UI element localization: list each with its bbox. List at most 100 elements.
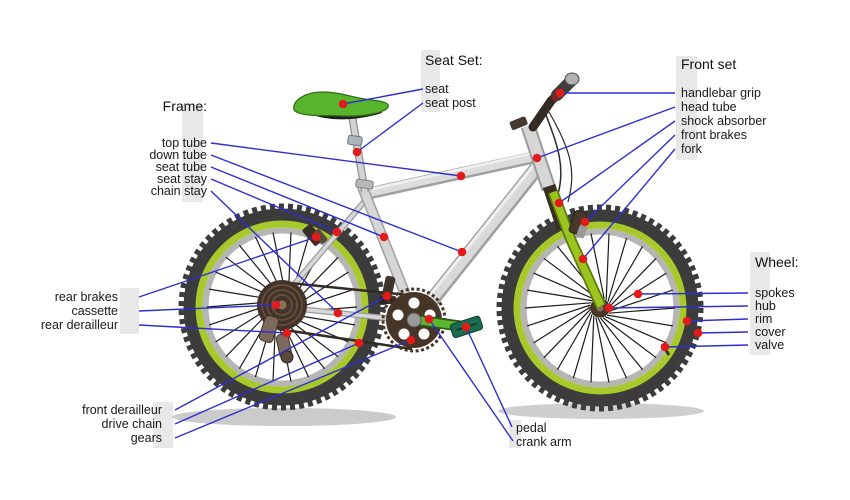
marker-dot-rear-brakes [311,232,321,242]
group-title-seat-set: Seat Set: [425,52,483,68]
marker-dot-handlebar-grip [555,88,565,98]
spoke [609,257,657,307]
label-seat-stay: seat stay [156,172,207,186]
bottom-bracket [406,312,422,328]
callout-line-shock-absorber [558,120,676,204]
marker-dot-seat-post [352,147,362,157]
drivetrain-front [379,275,484,353]
label-pedal: pedal [516,421,547,435]
label-down-tube: down tube [149,148,207,162]
callout-line-cassette [138,304,277,312]
rear-tire [183,208,381,406]
label-rim: rim [755,312,773,326]
callout-line-seat [342,88,424,105]
rear-brake-pad [313,228,328,244]
label-fork: fork [681,142,702,156]
spoke [543,309,591,359]
spoke [608,307,676,314]
spoke [590,233,605,300]
label-front-derailleur: front derailleur [82,403,162,417]
spoke [600,317,644,371]
group-title-wheel: Wheel: [755,254,799,270]
marker-dot-rim [682,316,692,326]
callout-line-cover [697,331,749,334]
callout-line-rear-brakes [138,236,317,298]
marker-dot-front-brakes [580,217,590,227]
marker-dot-drive-chain [354,338,364,348]
marker-dot-crank-arm [424,314,434,324]
callout-line-fork [582,148,676,260]
label-shock-absorber: shock absorber [681,114,767,128]
marker-dot-fork [578,254,588,264]
stem [528,96,556,132]
callout-line-pedal [465,326,513,428]
label-chain-stay: chain stay [150,184,207,198]
rear-rim-lime [195,220,369,394]
drivetrain-label-bar [153,402,173,448]
label-hub: hub [755,299,776,313]
pedal-label-bar [509,420,521,448]
rear-hub-cap [277,300,287,310]
marker-dot-pedal [461,322,471,332]
marker-dot-top-tube [456,171,466,181]
marker-dot-cover [693,328,703,338]
callout-line-drive-chain [174,342,360,425]
label-front-brakes: front brakes [681,128,748,142]
top-tube [370,151,537,197]
callout-line-crank-arm [428,318,514,442]
spoke [608,245,644,305]
callout-line-hub [608,305,749,309]
label-seat: seat [425,82,449,96]
label-spokes: spokes [755,286,795,300]
marker-dot-seat [338,99,348,109]
brake-cable-2 [548,111,573,203]
label-gears: gears [130,431,162,445]
label-head-tube: head tube [681,100,737,114]
group-title-frame: Frame: [162,98,207,114]
spoke [556,311,592,371]
callouts [138,88,749,442]
rear-tire-knobs [178,203,386,411]
callout-line-spokes [637,292,749,295]
marker-dot-gears [406,335,416,345]
seat-clamp [355,178,374,190]
label-seat-post: seat post [425,96,476,110]
spoke [606,314,673,327]
front-fork-assembly [542,183,607,309]
callout-line-valve [664,344,749,348]
chainring-cutout-5 [392,309,404,321]
spoke [590,315,595,383]
marker-dot-spokes [633,289,643,299]
marker-dot-seat-stay [332,227,342,237]
chainring-cutout-3 [418,328,430,340]
spoke [597,317,628,379]
callout-line-head-tube [536,106,676,159]
callout-line-rear-derailleur [138,324,288,334]
marker-dot-front-derailleur [382,291,392,301]
spoke [527,289,594,302]
spoke [602,317,657,359]
seat-set-label-bar [421,50,440,112]
callout-line-gears [174,339,412,439]
marker-dot-seat-tube [379,232,389,242]
rear-wheel-shadow [172,408,396,426]
callout-line-rim [686,318,749,322]
down-tube-highlight [414,159,540,314]
callout-line-seat-post [356,102,424,153]
spoke [595,316,610,383]
grip-end-cap [564,72,580,86]
spoke [605,233,610,301]
spoke [533,306,591,344]
chainring-cutout-1 [408,297,420,309]
chainring-cutout-4 [398,328,410,340]
chain-bottom [277,327,413,351]
front-rim [520,228,680,388]
label-rear-brakes: rear brakes [54,290,118,304]
callout-line-top-tube [210,142,462,177]
label-valve: valve [755,338,785,352]
label-seat-tube: seat tube [155,160,207,174]
label-drive-chain: drive chain [101,417,162,431]
callout-line-front-brakes [584,134,676,223]
drivetrain-rear [257,280,413,364]
